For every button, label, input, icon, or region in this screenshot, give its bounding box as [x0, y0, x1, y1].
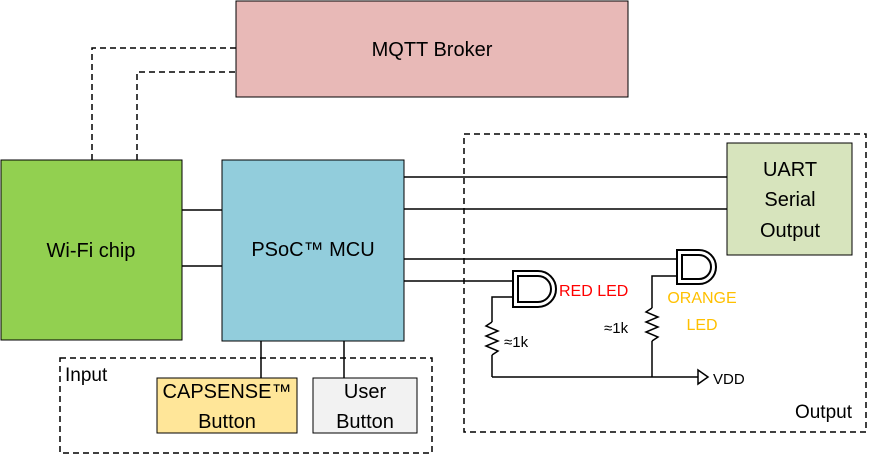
psoc-mcu-label: PSoC™ MCU: [251, 239, 374, 261]
orange-led-return: [651, 275, 677, 308]
orange-led-icon: [676, 249, 717, 285]
psoc-mcu-block: [221, 159, 405, 342]
capsense-label-line-1: CAPSENSE™: [163, 381, 292, 403]
uart-label-line-1: UART: [763, 159, 817, 181]
orange-resistor-zigzag: [644, 307, 660, 342]
input-group-label: Input: [65, 365, 108, 386]
output-group-label: Output: [795, 402, 853, 423]
red-resistor-zigzag: [484, 321, 500, 356]
capsense-button[interactable]: [156, 377, 298, 434]
uart-label-line-2: Serial: [764, 189, 815, 211]
vdd-arrow-icon: [697, 368, 710, 386]
user-button[interactable]: [312, 377, 418, 434]
user-button-label-line-1: User: [344, 381, 387, 403]
red-resistor-value: ≈1k: [504, 334, 529, 351]
orange-resistor-value: ≈1k: [604, 320, 629, 337]
wires: [182, 176, 727, 378]
orange-led-label-line-1: ORANGE: [667, 290, 736, 307]
red-led-icon: [512, 270, 557, 308]
mqtt-broker-label: MQTT Broker: [372, 39, 493, 61]
user-button-label-line-2: Button: [336, 411, 394, 433]
wifi-chip-block: [0, 159, 183, 341]
mqtt-broker-block: [235, 0, 629, 98]
capsense-label-line-2: Button: [198, 411, 256, 433]
mqtt-link-outer: [91, 47, 236, 160]
vdd-label: VDD: [713, 371, 745, 388]
orange-led-label-line-2: LED: [686, 317, 717, 334]
output-group-box: [463, 133, 867, 433]
mqtt-link-inner: [136, 71, 236, 160]
uart-output-block: [726, 142, 853, 256]
red-led-label: RED LED: [559, 283, 628, 300]
red-led-return: [491, 296, 513, 322]
input-group-box: [59, 357, 433, 454]
uart-label-line-3: Output: [760, 220, 820, 242]
wifi-chip-label: Wi-Fi chip: [47, 240, 136, 262]
